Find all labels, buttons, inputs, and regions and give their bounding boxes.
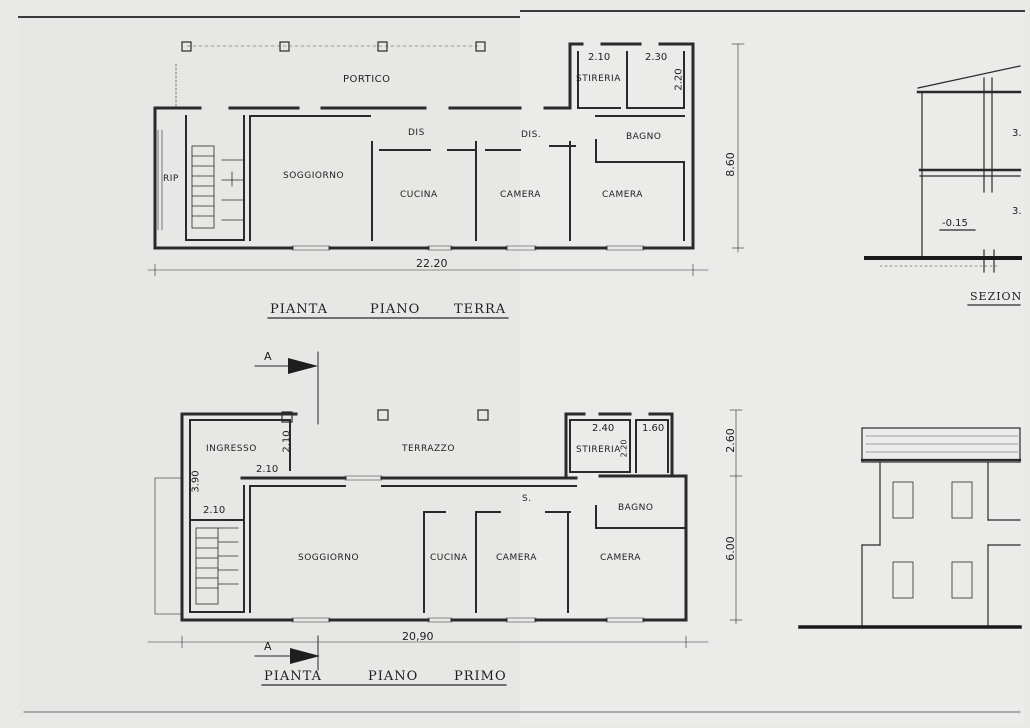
dim-label: 3. bbox=[1012, 206, 1022, 217]
dim-label: 2.60 bbox=[723, 428, 737, 453]
dim-label: 3. bbox=[1012, 128, 1022, 139]
dim-total-depth: 8.60 bbox=[723, 152, 737, 177]
pillar bbox=[181, 41, 192, 52]
dim-label: 2.10 bbox=[588, 52, 611, 63]
room-label-terrazzo: TERRAZZO bbox=[402, 444, 455, 454]
room-label-camera: CAMERA bbox=[500, 190, 541, 200]
dim-label: 2.10 bbox=[281, 430, 293, 453]
plan-title-word: PIANO bbox=[370, 302, 421, 317]
room-label-stireria: STIRERIA bbox=[576, 445, 621, 455]
section-arrow-bottom bbox=[290, 648, 320, 664]
pillar bbox=[475, 41, 486, 52]
room-label-ingresso: INGRESSO bbox=[206, 444, 257, 454]
room-label-camera: CAMERA bbox=[496, 553, 537, 563]
dim-label: 3.90 bbox=[190, 470, 202, 493]
dim-label: 1.60 bbox=[642, 423, 665, 434]
plan-title-word: PRIMO bbox=[454, 669, 507, 684]
room-label-cucina: CUCINA bbox=[400, 190, 438, 200]
room-label-dis: DIS. bbox=[521, 130, 542, 140]
room-label-rip: RIP bbox=[163, 174, 179, 184]
section-drawing bbox=[916, 65, 1022, 273]
right-page bbox=[520, 10, 1025, 724]
plan-title-word: PIANTA bbox=[270, 302, 328, 317]
room-label-camera: CAMERA bbox=[602, 190, 643, 200]
room-label-stireria: STIRERIA bbox=[576, 74, 621, 84]
dim-label: 6.00 bbox=[723, 536, 737, 561]
dim-label: 2.40 bbox=[592, 423, 615, 434]
section-marker-label: A bbox=[264, 640, 273, 653]
room-label-soggiorno: SOGGIORNO bbox=[298, 553, 360, 563]
room-label-dis: DIS bbox=[408, 128, 425, 138]
room-label-dis: S. bbox=[522, 494, 532, 504]
pillar bbox=[377, 41, 388, 52]
ground-stairs bbox=[191, 145, 245, 229]
section-arrow-top bbox=[288, 358, 318, 374]
dim-label: 2.30 bbox=[645, 52, 668, 63]
plan-title-word: PIANO bbox=[368, 669, 419, 684]
room-label-bagno: BAGNO bbox=[626, 132, 662, 142]
dim-total-width: 20,90 bbox=[402, 630, 434, 643]
elevation-drawing bbox=[860, 427, 1022, 627]
room-label-bagno: BAGNO bbox=[618, 503, 654, 513]
dim-label: 2.10 bbox=[256, 464, 279, 475]
pillar bbox=[279, 41, 290, 52]
plan-title-word: TERRA bbox=[454, 302, 507, 317]
section-marker-label: A bbox=[264, 350, 273, 363]
dim-label: 2.20 bbox=[619, 439, 629, 458]
level-label: -0.15 bbox=[942, 218, 968, 229]
room-label-cucina: CUCINA bbox=[430, 553, 468, 563]
room-label-soggiorno: SOGGIORNO bbox=[283, 171, 345, 181]
dim-label: 2.10 bbox=[203, 505, 226, 516]
plan-title-word: PIANTA bbox=[264, 669, 322, 684]
first-floor-stairs bbox=[195, 527, 239, 605]
room-label-portico: PORTICO bbox=[343, 74, 391, 85]
dim-total-width: 22.20 bbox=[416, 257, 448, 270]
ground-floor-walls bbox=[153, 42, 695, 250]
room-label-camera: CAMERA bbox=[600, 553, 641, 563]
left-page bbox=[18, 16, 523, 718]
section-title: SEZION bbox=[970, 290, 1023, 303]
dim-label: 2.20 bbox=[673, 68, 685, 91]
